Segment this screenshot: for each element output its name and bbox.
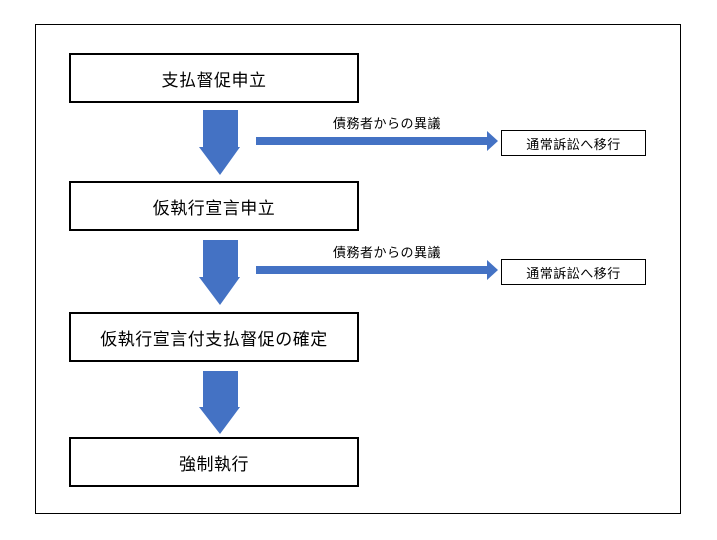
step-label: 強制執行 (179, 454, 249, 475)
ordinary-lawsuit-box-2: 通常訴訟へ移行 (501, 259, 646, 285)
objection-label-1: 債務者からの異議 (333, 117, 442, 132)
step-provisional-execution-request: 仮執行宣言申立 (69, 181, 359, 231)
diagram-frame (35, 24, 681, 514)
down-arrow-1 (199, 110, 240, 175)
ordinary-lawsuit-box-1: 通常訴訟へ移行 (501, 130, 646, 156)
side-arrow-1 (256, 131, 498, 151)
side-label: 通常訴訟へ移行 (526, 137, 621, 153)
step-label: 仮執行宣言申立 (152, 198, 276, 219)
step-payment-demand: 支払督促申立 (69, 53, 359, 103)
step-label: 仮執行宣言付支払督促の確定 (100, 329, 328, 350)
side-arrow-2 (256, 260, 498, 280)
down-arrow-2 (199, 240, 240, 305)
step-label: 支払督促申立 (161, 70, 267, 91)
objection-label-2: 債務者からの異議 (333, 246, 442, 261)
down-arrow-3 (199, 371, 240, 434)
step-order-finalized: 仮執行宣言付支払督促の確定 (69, 312, 359, 362)
step-compulsory-execution: 強制執行 (69, 437, 359, 487)
side-label: 通常訴訟へ移行 (526, 266, 621, 282)
